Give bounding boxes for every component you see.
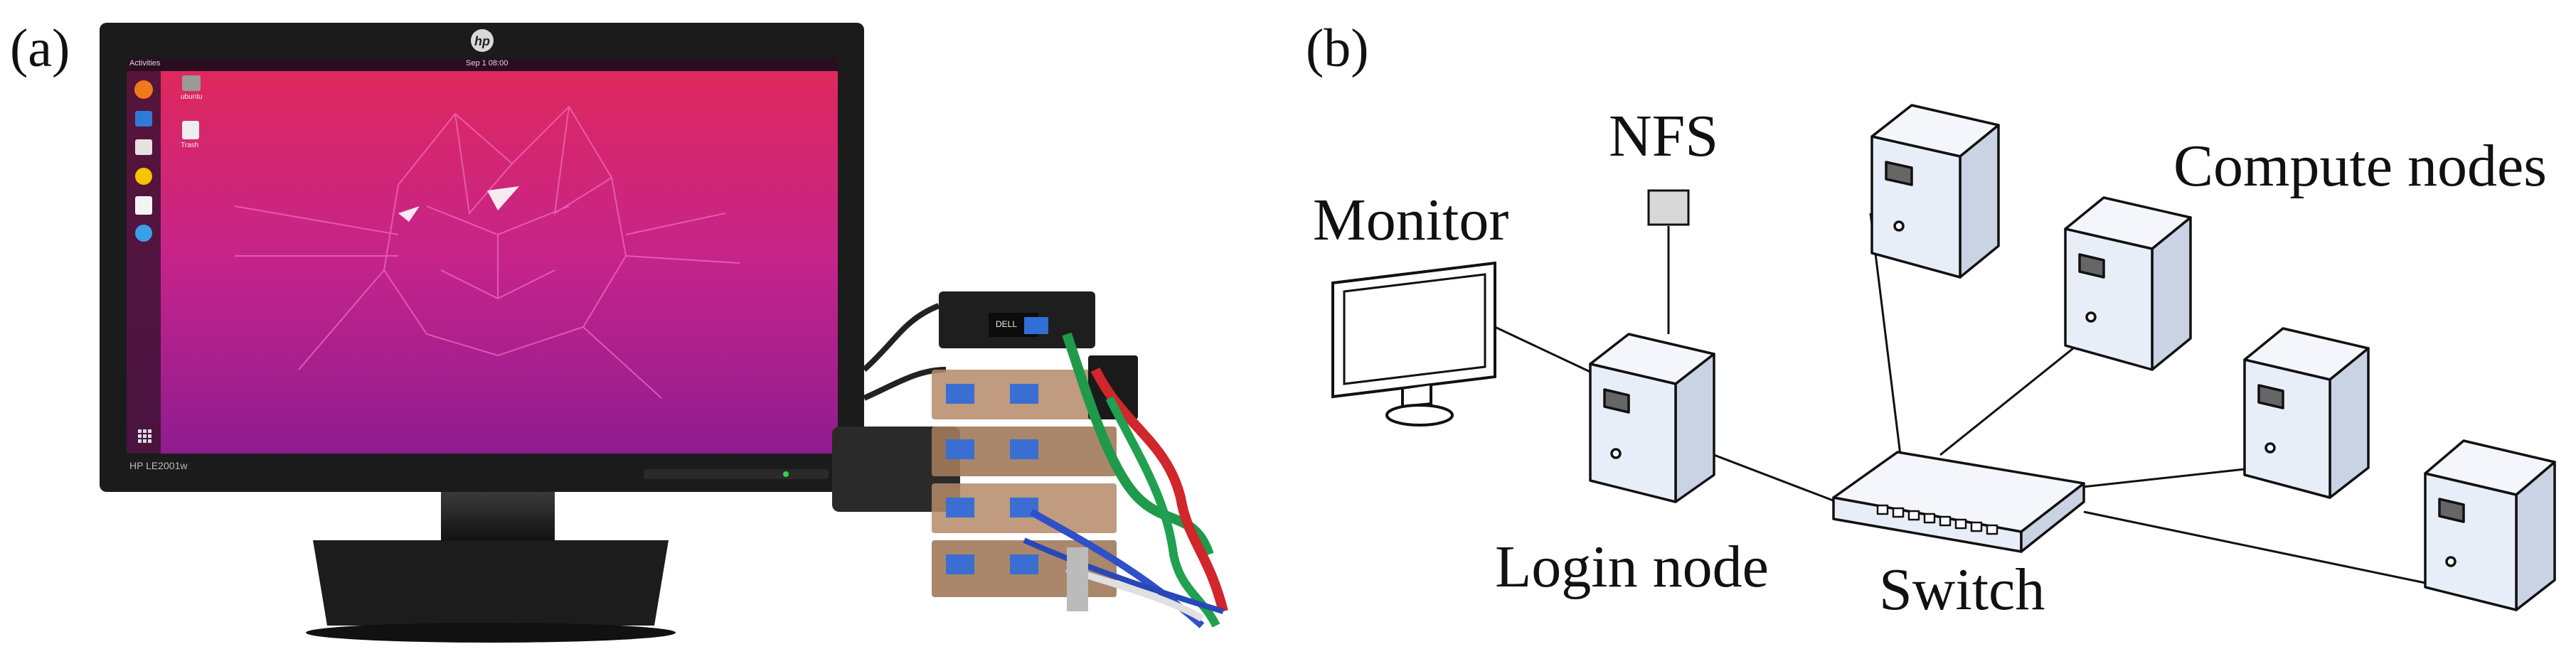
link-monitor-login [1494, 326, 1594, 375]
nfs-label: NFS [1609, 103, 1719, 169]
dock [127, 71, 161, 454]
desktop-icon-home-label: ubuntu [181, 93, 203, 101]
login-node-icon [1589, 333, 1715, 503]
pi-brand-text: DELL [996, 319, 1018, 329]
login-node-label: Login node [1495, 534, 1769, 600]
monitor-icon [1331, 261, 1496, 427]
compute-node-icon-4 [2424, 439, 2556, 611]
compute-node-icon-1 [1870, 104, 2000, 279]
wallpaper-cat-lineart [234, 105, 740, 399]
nfs-icon [1647, 189, 1690, 226]
hp-logo-text: hp [474, 34, 490, 48]
pi-cluster-photo [832, 291, 1228, 628]
monitor-model-text: HP LE2001w [129, 460, 188, 471]
panel-a-label: (a) [10, 18, 70, 78]
monitor-photo: hp [100, 23, 864, 643]
link-login-switch [1713, 454, 1836, 503]
panel-b-label: (b) [1306, 18, 1369, 78]
compute-node-icon-3 [2243, 327, 2370, 499]
link-switch-compute-2 [1939, 333, 2092, 456]
compute-node-icon-2 [2064, 196, 2192, 371]
switch-label: Switch [1879, 557, 2045, 623]
compute-nodes-label: Compute nodes [2173, 133, 2547, 199]
desktop-clock-text: Sep 1 08:00 [466, 59, 509, 68]
desktop-activities-text: Activities [129, 59, 161, 68]
monitor-label: Monitor [1313, 187, 1509, 253]
link-switch-compute-4 [2083, 510, 2426, 584]
switch-icon [1832, 451, 2085, 553]
desktop-icon-trash-label: Trash [181, 141, 199, 149]
link-switch-compute-3 [2082, 468, 2245, 488]
